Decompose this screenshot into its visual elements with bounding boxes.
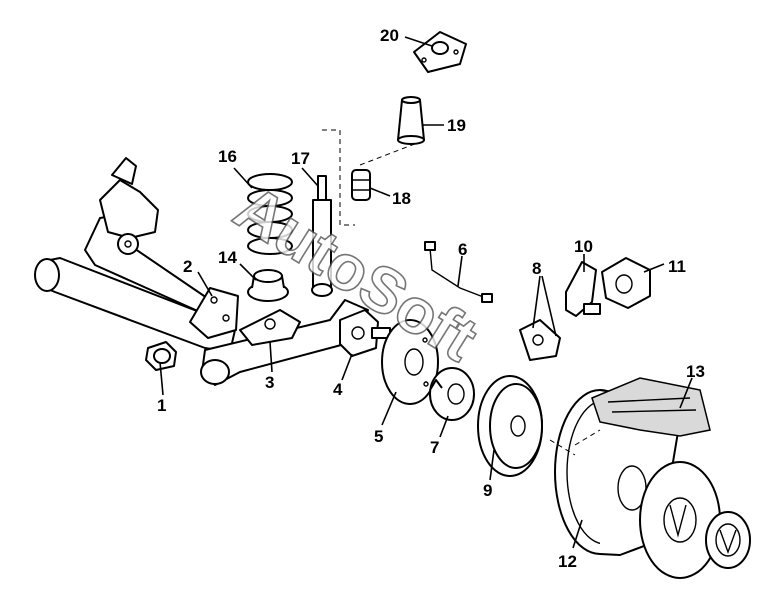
- callout-13: 13: [686, 362, 705, 381]
- dust-boot: [397, 96, 425, 145]
- shock-absorber: [311, 129, 355, 297]
- callout-16: 16: [218, 147, 237, 166]
- callout-8: 8: [532, 259, 541, 278]
- spring-seat: [247, 269, 289, 302]
- callout-12: 12: [558, 552, 577, 571]
- rubber-bushing: [145, 341, 177, 371]
- wheel-cover: [639, 461, 721, 579]
- center-cap: [705, 511, 751, 569]
- leader-lines: [159, 36, 693, 549]
- callout-3: 3: [265, 373, 274, 392]
- coil-spring: [247, 173, 293, 255]
- wheel-cylinder: [519, 319, 561, 361]
- tyre-tread: [591, 377, 711, 437]
- brake-caliper: [601, 257, 651, 309]
- callout-14: 14: [218, 248, 237, 267]
- callout-11: 11: [668, 257, 686, 276]
- mounting-bracket: [189, 287, 239, 339]
- brake-line: [424, 241, 493, 303]
- callout-1: 1: [157, 396, 166, 415]
- callout-19: 19: [447, 116, 466, 135]
- bump-stop: [351, 139, 426, 201]
- brake-backing-plate: [381, 319, 439, 405]
- callout-17: 17: [291, 149, 310, 168]
- top-mount: [413, 31, 467, 73]
- callout-5: 5: [374, 427, 383, 446]
- axle-beam: [34, 157, 369, 386]
- callout-2: 2: [183, 257, 192, 276]
- caliper-bracket: [565, 261, 601, 317]
- brake-drum: [477, 375, 543, 477]
- wheel-hub: [429, 367, 475, 421]
- callout-4: 4: [333, 380, 343, 399]
- callout-7: 7: [430, 438, 439, 457]
- callout-labels: 1 2 3 4 5 6 7 8 9 10 11 12 13 14 16 17 1…: [157, 26, 705, 571]
- callout-20: 20: [380, 26, 399, 45]
- callout-10: 10: [574, 237, 593, 256]
- callout-18: 18: [392, 189, 411, 208]
- callout-9: 9: [483, 481, 492, 500]
- callout-6: 6: [458, 240, 467, 259]
